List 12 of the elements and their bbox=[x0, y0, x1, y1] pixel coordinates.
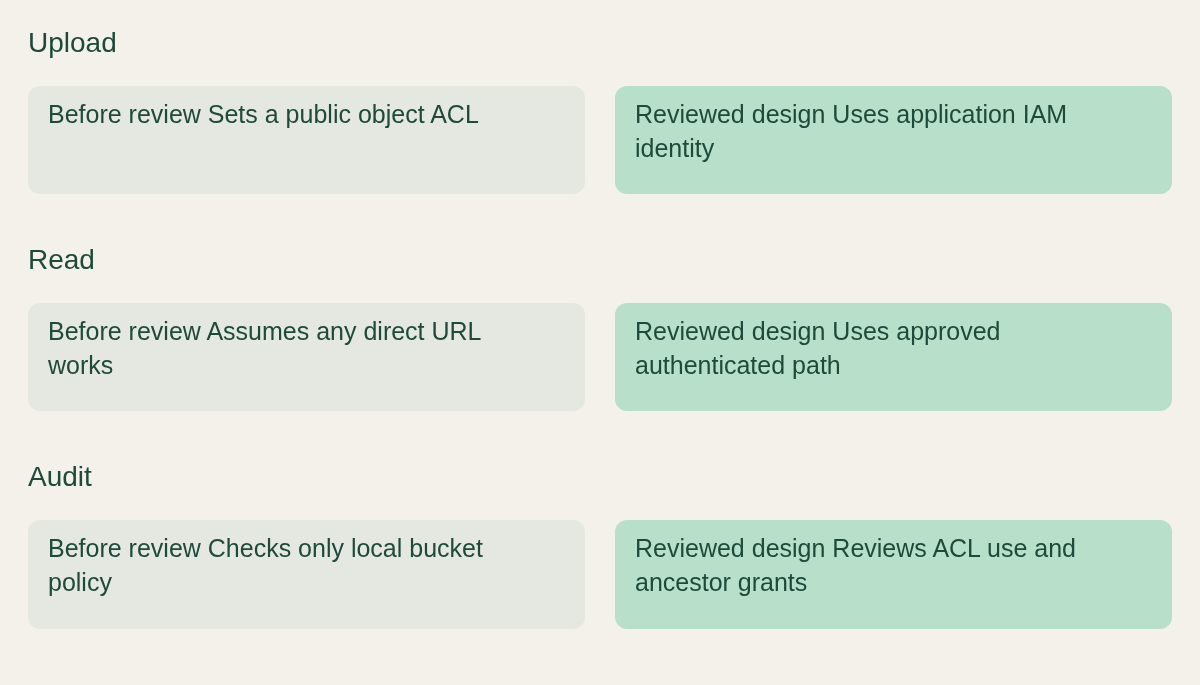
section-heading: Upload bbox=[28, 27, 117, 59]
comparison-card bbox=[615, 86, 1172, 194]
comparison-card bbox=[615, 303, 1172, 411]
section-heading: Read bbox=[28, 244, 95, 276]
card-text: Before review Checks only local bucket policy bbox=[48, 533, 484, 598]
section-heading: Audit bbox=[28, 461, 92, 493]
card-text: Reviewed design Uses application IAM identity bbox=[635, 99, 1069, 164]
card-text: Reviewed design Uses approved authenticated path bbox=[635, 316, 1002, 381]
comparison-card bbox=[615, 520, 1172, 629]
card-text: Reviewed design Reviews ACL use and ancestor grants bbox=[635, 533, 1077, 598]
card-text: Before review Assumes any direct URL works bbox=[48, 316, 482, 381]
card-text: Before review Sets a public object ACL bbox=[48, 99, 480, 130]
